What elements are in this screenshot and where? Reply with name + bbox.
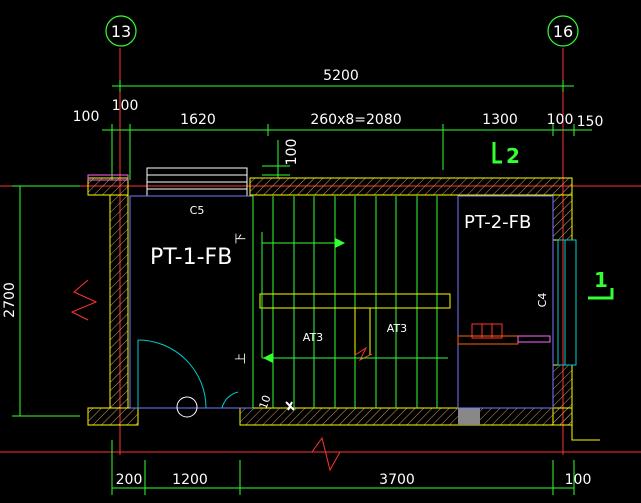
stair-break-mark [354, 346, 373, 362]
label-ref-10: 10 [257, 393, 274, 411]
fixture-icon [285, 401, 295, 411]
label-window-c5: C5 [190, 204, 205, 217]
window-c4 [557, 239, 577, 366]
section-mark-1: 1 [588, 268, 614, 300]
label-down: 下 [234, 233, 247, 244]
section-label-2: 2 [506, 144, 520, 168]
break-line-bottom [311, 436, 341, 472]
dim-top-steps: 260x8=2080 [310, 112, 401, 128]
walls [87, 177, 600, 441]
dim-top-left-outer: 100 [73, 109, 100, 125]
dim-top-right-100: 100 [547, 112, 574, 128]
room-label-2: PT-2-FB [464, 212, 531, 233]
stair-landing-beam [259, 293, 451, 355]
floor-drain-icon [176, 396, 198, 418]
dim-top-1620: 1620 [180, 112, 216, 128]
room-label-1: PT-1-FB [150, 245, 232, 270]
break-line-left [70, 279, 98, 321]
dim-overall: 5200 [323, 68, 359, 84]
dim-bottom-200: 200 [116, 472, 143, 488]
axis-bubble-13: 13 [105, 15, 137, 47]
axis-bubble-16: 16 [547, 15, 579, 47]
top-dimension-lines [102, 80, 592, 180]
dim-top-1300: 1300 [482, 112, 518, 128]
stair-arrows [261, 232, 448, 363]
dim-bottom-1200: 1200 [172, 472, 208, 488]
equipment-rack [457, 323, 551, 345]
section-label-1: 1 [594, 268, 608, 292]
dim-top-right-150: 150 [577, 114, 604, 130]
left-dimension [12, 185, 80, 417]
dim-bottom-100: 100 [565, 472, 592, 488]
dim-wall-100: 100 [284, 139, 300, 166]
label-window-c4: C4 [536, 293, 549, 308]
door [137, 339, 239, 409]
dim-height: 2700 [2, 282, 18, 318]
stair-treads [252, 196, 438, 408]
section-mark-2: 2 [492, 142, 520, 168]
dim-top-left-inner: 100 [112, 98, 139, 114]
label-at3-right: AT3 [387, 322, 407, 335]
dim-bottom-3700: 3700 [379, 472, 415, 488]
label-at3-left: AT3 [303, 331, 323, 344]
axis-label-right: 16 [553, 22, 573, 41]
axis-label-left: 13 [111, 22, 131, 41]
bottom-dimension-lines [111, 440, 575, 495]
label-up: 上 [234, 353, 247, 364]
